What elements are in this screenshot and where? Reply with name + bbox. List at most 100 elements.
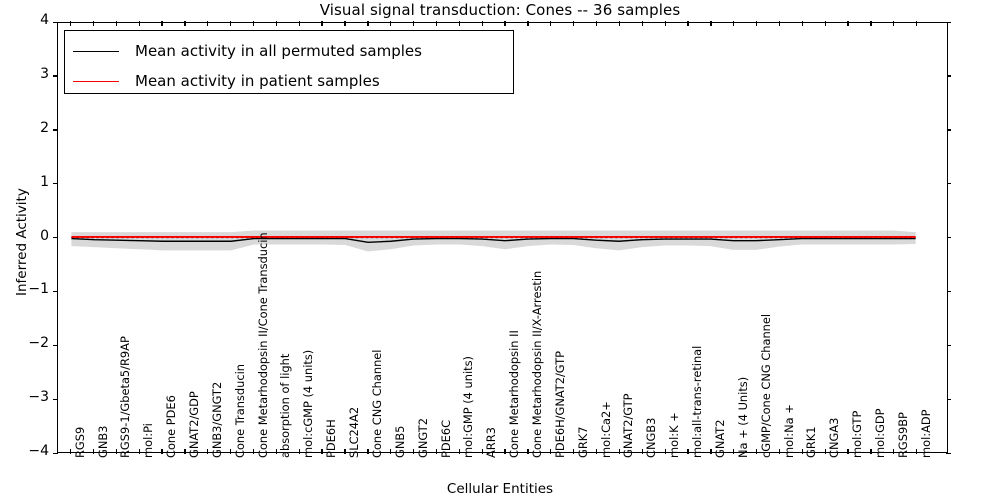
x-axis-tick-label: PDE6H bbox=[324, 419, 339, 458]
x-axis-tick-mark bbox=[275, 449, 278, 454]
x-axis-tick-mark bbox=[527, 21, 529, 26]
y-axis-tick-mark bbox=[946, 75, 951, 77]
x-axis-tick-label: RGS9 bbox=[72, 426, 87, 458]
y-axis-tick-mark bbox=[53, 398, 58, 400]
y-axis-tick-mark bbox=[946, 344, 951, 347]
x-axis-tick-mark bbox=[412, 21, 415, 26]
x-axis-title: Cellular Entities bbox=[446, 481, 554, 497]
x-axis-tick-mark bbox=[298, 21, 300, 26]
x-axis-tick-label: mol:all-trans-retinal bbox=[690, 345, 705, 458]
x-axis-tick-mark bbox=[573, 21, 575, 26]
x-axis-tick-label: Cone CNG Channel bbox=[369, 349, 384, 458]
y-axis-tick-mark bbox=[53, 75, 58, 77]
x-axis-tick-label: PDE6C bbox=[438, 419, 453, 458]
x-axis-tick-mark bbox=[92, 449, 95, 454]
x-axis-tick-mark bbox=[92, 21, 95, 26]
x-axis-tick-mark bbox=[664, 21, 666, 26]
x-axis-tick-mark bbox=[367, 449, 369, 454]
y-axis-tick-mark bbox=[53, 452, 58, 454]
y-axis-title: Inferred Activity bbox=[14, 187, 30, 296]
y-axis-tick-mark bbox=[53, 344, 58, 347]
x-axis-tick-mark bbox=[527, 449, 529, 454]
x-axis-tick-mark bbox=[916, 449, 918, 454]
x-axis-tick-label: GNB3 bbox=[95, 425, 110, 458]
x-axis-tick-mark bbox=[69, 449, 72, 454]
x-axis-tick-mark bbox=[207, 449, 209, 454]
x-axis-tick-mark bbox=[664, 449, 666, 454]
x-axis-tick-mark bbox=[390, 449, 392, 454]
x-axis-tick-label: mol:GDP bbox=[873, 408, 888, 458]
legend-item: Mean activity in patient samples bbox=[73, 66, 503, 96]
x-axis-tick-mark bbox=[138, 21, 140, 26]
x-axis-tick-mark bbox=[893, 449, 895, 454]
x-axis-tick-mark bbox=[847, 449, 849, 454]
x-axis-tick-mark bbox=[481, 449, 483, 454]
x-axis-tick-mark bbox=[870, 449, 872, 454]
x-axis-tick-mark bbox=[252, 449, 255, 454]
y-axis-tick-mark bbox=[53, 21, 58, 23]
x-axis-tick-label: GRK7 bbox=[575, 426, 590, 458]
x-axis-tick-mark bbox=[161, 21, 163, 26]
chart-title: Visual signal transduction: Cones -- 36 … bbox=[319, 1, 681, 19]
x-axis-tick-mark bbox=[504, 449, 506, 454]
plot-svg bbox=[71, 230, 916, 252]
x-axis-tick-mark bbox=[847, 21, 849, 26]
x-axis-tick-label: Cone Metarhodopsin II bbox=[507, 330, 522, 458]
legend-label: Mean activity in patient samples bbox=[135, 72, 380, 90]
x-axis-tick-label: GNAT2/GDP bbox=[186, 391, 201, 458]
x-axis-tick-mark bbox=[595, 21, 598, 26]
uncertainty-band bbox=[71, 230, 916, 252]
x-axis-tick-mark bbox=[184, 21, 186, 26]
x-axis-tick-mark bbox=[870, 21, 872, 26]
x-axis-tick-mark bbox=[230, 21, 232, 26]
x-axis-tick-label: mol:K + bbox=[667, 412, 682, 458]
y-axis-tick-mark bbox=[53, 290, 58, 293]
x-axis-tick-label: mol:GMP (4 units) bbox=[461, 356, 476, 458]
y-axis-tick-label: −1 bbox=[28, 281, 49, 298]
y-axis-tick-mark bbox=[53, 237, 58, 239]
legend-label: Mean activity in all permuted samples bbox=[135, 42, 422, 60]
y-axis-tick-label: 2 bbox=[40, 119, 49, 136]
x-axis-tick-label: mol:Pi bbox=[141, 423, 156, 458]
y-axis-tick-label: −2 bbox=[28, 335, 49, 352]
x-axis-tick-mark bbox=[435, 449, 438, 454]
y-axis-tick-label: −4 bbox=[28, 443, 49, 459]
x-axis-tick-mark bbox=[687, 449, 689, 454]
x-axis-tick-label: ARR3 bbox=[484, 427, 499, 458]
x-axis-tick-label: GNAT2/GTP bbox=[621, 393, 636, 458]
x-axis-tick-mark bbox=[778, 449, 781, 454]
x-axis-tick-label: GNB3/GNGT2 bbox=[209, 381, 224, 458]
x-axis-tick-label: Cone Transducin bbox=[232, 364, 247, 458]
x-axis-tick-mark bbox=[710, 449, 712, 454]
x-axis-tick-label: GNGT2 bbox=[415, 418, 430, 458]
x-axis-tick-mark bbox=[115, 21, 117, 26]
x-axis-tick-mark bbox=[595, 449, 598, 454]
x-axis-tick-label: PDE6H/GNAT2/GTP bbox=[552, 350, 567, 458]
x-axis-tick-label: CNGB3 bbox=[644, 417, 659, 458]
x-axis-tick-mark bbox=[458, 21, 460, 26]
y-axis-tick-label: 0 bbox=[40, 227, 49, 244]
x-axis-tick-label: mol:Na + bbox=[781, 404, 796, 458]
x-axis-tick-label: GNAT2 bbox=[712, 419, 727, 458]
x-axis-tick-mark bbox=[916, 21, 918, 26]
x-axis-tick-mark bbox=[755, 449, 758, 454]
x-axis-tick-mark bbox=[207, 21, 209, 26]
x-axis-tick-mark bbox=[778, 21, 781, 26]
x-axis-tick-label: Cone PDE6 bbox=[164, 395, 179, 458]
x-axis-tick-mark bbox=[618, 21, 621, 26]
y-axis-tick-label: 4 bbox=[40, 12, 49, 28]
x-axis-tick-mark bbox=[641, 21, 643, 26]
x-axis-tick-mark bbox=[184, 449, 186, 454]
x-axis-tick-label: mol:ADP bbox=[918, 409, 933, 459]
x-axis-tick-label: Cone Metarhodopsin II/X-Arrestin bbox=[530, 270, 544, 458]
y-axis-tick-mark bbox=[946, 290, 951, 293]
x-axis-tick-label: RGS9-1/Gbeta5/R9AP bbox=[118, 336, 133, 458]
x-axis-tick-mark bbox=[435, 21, 438, 26]
x-axis-tick-label: SLC24A2 bbox=[347, 406, 362, 458]
x-axis-tick-mark bbox=[618, 449, 621, 454]
x-axis-tick-mark bbox=[275, 21, 278, 26]
x-axis-tick-mark bbox=[755, 21, 758, 26]
x-axis-tick-label: RGS9BP bbox=[895, 412, 910, 458]
x-axis-tick-label: Na + (4 Units) bbox=[735, 376, 750, 458]
